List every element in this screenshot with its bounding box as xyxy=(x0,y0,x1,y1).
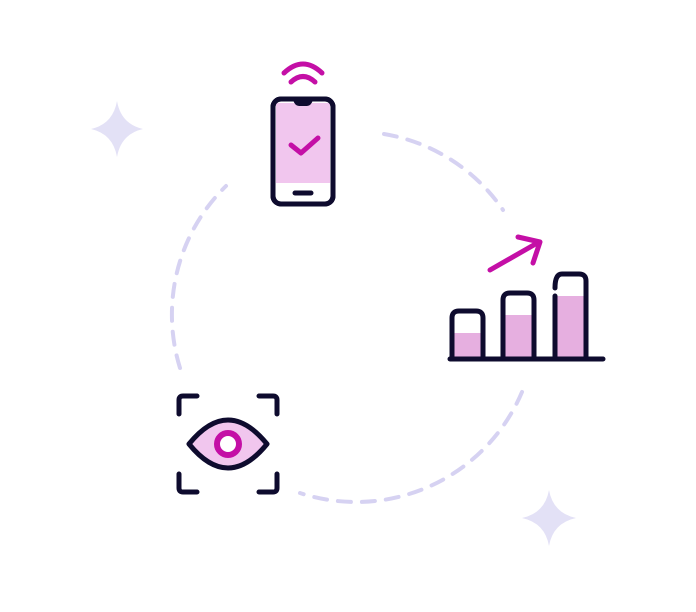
wifi-icon xyxy=(281,61,325,85)
bar-chart-growth-icon xyxy=(447,234,606,362)
arrow-up-right-icon xyxy=(487,234,543,273)
sparkle-icon xyxy=(522,490,576,546)
phone-check-icon xyxy=(270,61,336,207)
sparkle-icon xyxy=(91,101,143,157)
dashed-circle xyxy=(169,132,524,504)
check-icon xyxy=(288,135,321,156)
eye-scan-icon xyxy=(176,393,280,495)
